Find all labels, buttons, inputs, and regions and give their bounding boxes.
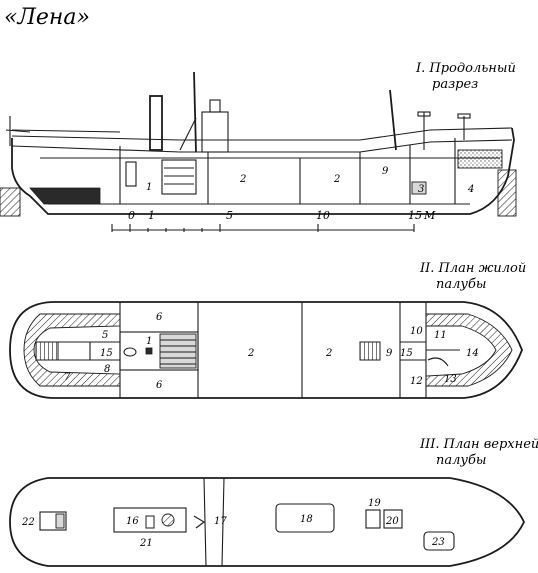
stern-water-hatch bbox=[0, 187, 21, 217]
bow-hatch-23 bbox=[423, 531, 455, 551]
wheelhouse bbox=[201, 111, 229, 153]
bulwark-line bbox=[11, 129, 121, 133]
living-label-6-bottom: 6 bbox=[156, 380, 163, 391]
living-deck-caption-line2: палубы bbox=[436, 277, 486, 292]
cargo-hatch-18 bbox=[275, 503, 335, 533]
bow-water-hatch bbox=[497, 169, 517, 217]
upper-label-22: 22 bbox=[21, 517, 35, 528]
midship-ladder bbox=[359, 341, 381, 361]
upper-deck-hull bbox=[9, 477, 525, 567]
upper-label-21: 21 bbox=[139, 538, 153, 549]
compass-stand bbox=[209, 99, 221, 113]
profile-label-9: 9 bbox=[382, 166, 389, 177]
living-deck-plan: 6 5 15 1 7 8 6 2 2 9 15 10 11 14 12 13 bbox=[9, 301, 523, 399]
upper-deck-caption-line2: палубы bbox=[436, 453, 486, 468]
living-label-1: 1 bbox=[146, 336, 152, 347]
stern-ladder bbox=[35, 341, 59, 361]
engine-casing bbox=[119, 331, 199, 371]
stern-hatch-22 bbox=[39, 511, 67, 531]
profile-label-hold-2: 2 bbox=[333, 174, 340, 185]
scale-unit: М bbox=[423, 209, 436, 222]
aux-machine bbox=[125, 161, 137, 187]
profile-label-hold-1: 2 bbox=[239, 174, 246, 185]
profile-caption-line2: разрез bbox=[432, 77, 478, 92]
living-label-2b: 2 bbox=[325, 348, 332, 359]
profile-caption-line1: I. Продольный bbox=[415, 61, 516, 76]
ship-title: «Лена» bbox=[4, 5, 90, 30]
upper-label-16: 16 bbox=[126, 516, 139, 527]
bow-ballast bbox=[457, 149, 503, 169]
upper-deck-plan: 22 16 21 17 18 19 20 23 bbox=[9, 477, 525, 567]
scale-bar: 0 1 5 10 15 М bbox=[111, 209, 436, 232]
upper-label-17: 17 bbox=[214, 516, 227, 527]
living-label-14: 14 bbox=[466, 348, 479, 359]
living-label-2a: 2 bbox=[247, 348, 254, 359]
bow-winch bbox=[411, 181, 427, 195]
scale-tick-15: 15 bbox=[408, 209, 422, 222]
living-label-6-top: 6 bbox=[156, 312, 163, 323]
living-deck-hull bbox=[9, 301, 523, 399]
scale-tick-5: 5 bbox=[226, 209, 233, 222]
living-label-7: 7 bbox=[64, 372, 71, 383]
upper-label-23: 23 bbox=[431, 537, 445, 548]
upper-label-18: 18 bbox=[300, 514, 313, 525]
living-label-5: 5 bbox=[102, 330, 108, 341]
upper-label-19: 19 bbox=[368, 498, 381, 509]
living-label-10: 10 bbox=[410, 326, 423, 337]
living-label-9: 9 bbox=[386, 348, 393, 359]
longitudinal-section: 1 2 2 9 3 4 bbox=[0, 71, 517, 217]
engine bbox=[161, 159, 197, 195]
upper-deck-line bbox=[11, 127, 513, 141]
stern-tank bbox=[29, 187, 101, 205]
upper-label-20: 20 bbox=[385, 516, 399, 527]
main-deck-line bbox=[11, 139, 513, 153]
profile-label-engine-room: 1 bbox=[146, 182, 152, 193]
profile-label-3: 3 bbox=[418, 184, 424, 195]
living-label-11: 11 bbox=[434, 330, 447, 341]
windlass-19 bbox=[365, 509, 381, 529]
living-label-12: 12 bbox=[410, 376, 423, 387]
living-label-8: 8 bbox=[104, 364, 110, 375]
main-mast bbox=[193, 71, 197, 153]
ladder-17 bbox=[193, 515, 205, 529]
scale-tick-0: 0 bbox=[128, 209, 135, 222]
stern-insulation bbox=[23, 313, 121, 387]
bow-spiral-stair bbox=[427, 357, 449, 367]
funnel-top bbox=[161, 513, 175, 527]
living-label-15-stern: 15 bbox=[100, 348, 113, 359]
living-label-13: 13 bbox=[444, 374, 457, 385]
scale-tick-1: 1 bbox=[148, 209, 155, 222]
scale-tick-10: 10 bbox=[316, 209, 330, 222]
hatch-marker bbox=[145, 347, 153, 355]
profile-label-4: 4 bbox=[467, 184, 474, 195]
engine-casing-top bbox=[113, 507, 187, 533]
upper-deck-caption-line1: III. План верхней bbox=[419, 437, 538, 452]
deck-gangway bbox=[203, 477, 225, 567]
living-deck-caption-line1: II. План жилой bbox=[419, 261, 526, 276]
stern-rail bbox=[5, 116, 31, 146]
boiler bbox=[159, 333, 197, 369]
living-label-15-bow: 15 bbox=[400, 348, 413, 359]
capstan-20 bbox=[383, 509, 403, 529]
funnel bbox=[149, 95, 163, 151]
toilet-fixture bbox=[123, 347, 137, 357]
hull-profile bbox=[11, 127, 515, 215]
fore-mast bbox=[389, 89, 397, 151]
